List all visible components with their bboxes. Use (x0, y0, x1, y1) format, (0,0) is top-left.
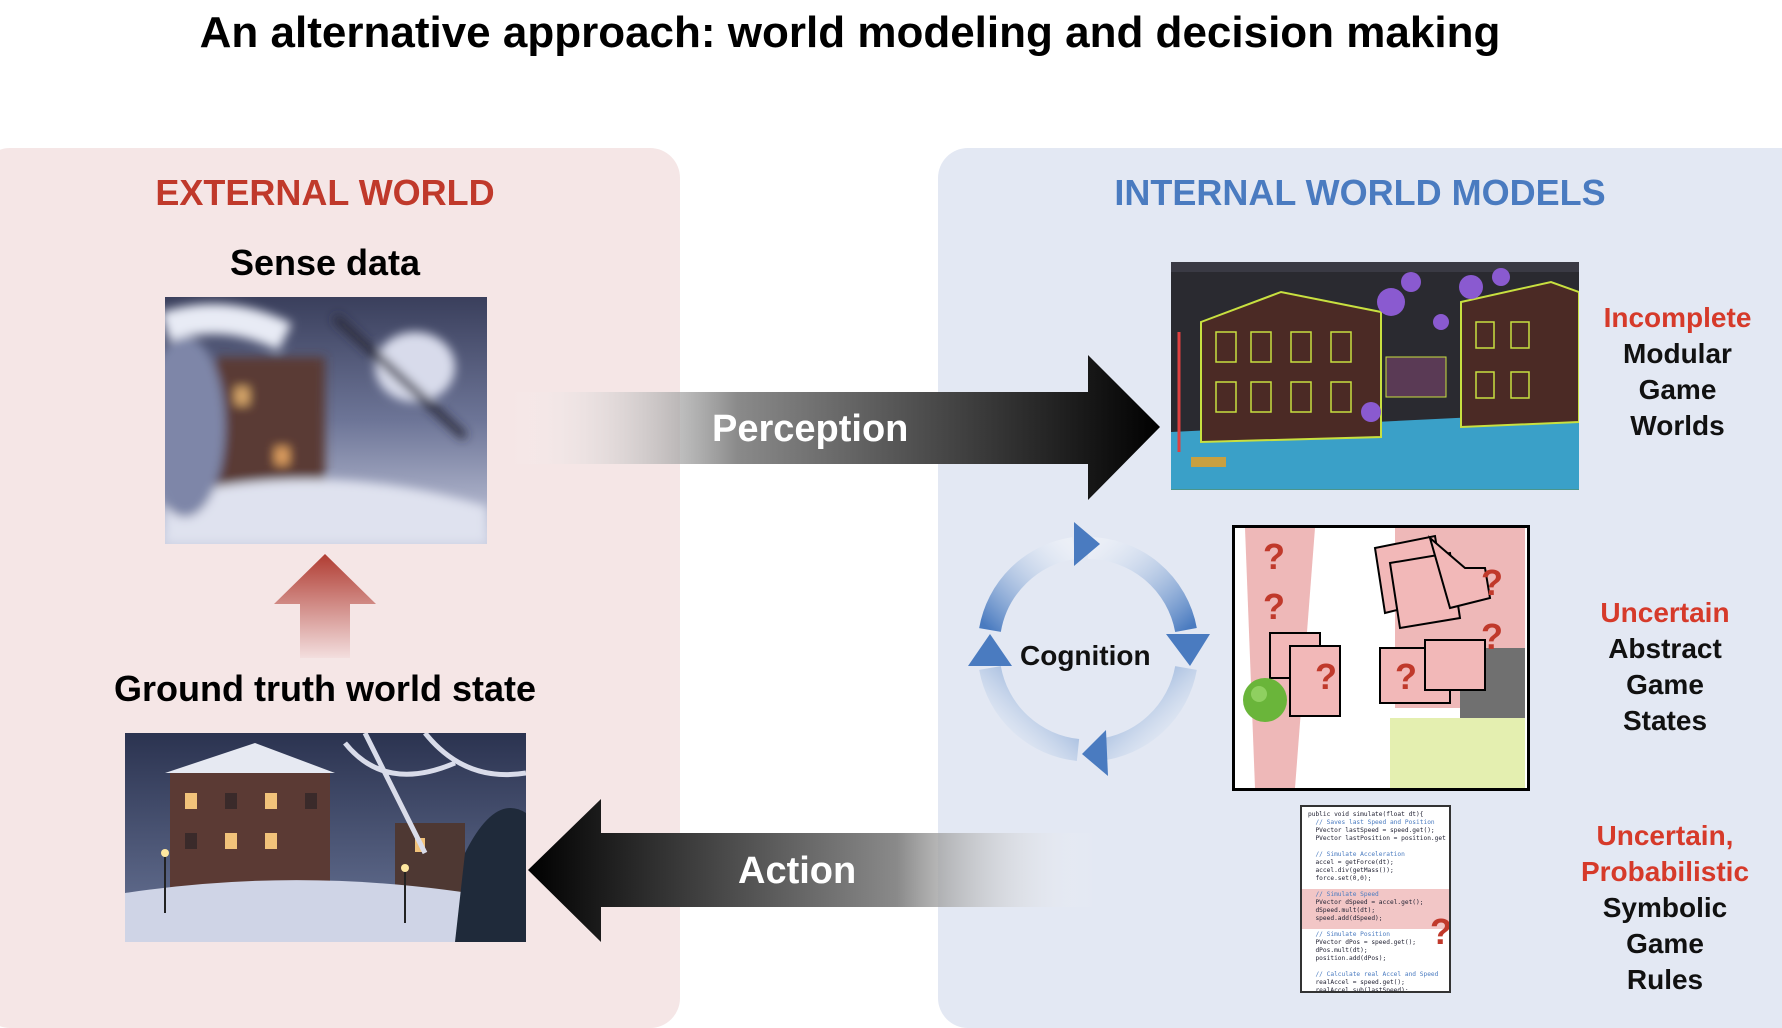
code-line: // Simulate Speed (1308, 891, 1379, 898)
question-mark-1: ? (1263, 536, 1285, 577)
code-line: // Simulate Position (1308, 931, 1390, 938)
question-mark-6: ? (1481, 616, 1503, 657)
model-2-line-2: Game (1626, 669, 1704, 700)
code-line (1308, 963, 1446, 971)
model-1-line-1: Modular (1623, 338, 1732, 369)
external-world-heading: EXTERNAL WORLD (155, 172, 495, 213)
model-3-line-1: Symbolic (1602, 892, 1728, 923)
sense-data-image (165, 297, 487, 544)
perception-arrow (510, 352, 1162, 502)
abstract-state-diagram: ? ? ? ? ? ? (1232, 525, 1530, 791)
ground-truth-label: Ground truth world state (114, 668, 536, 709)
model-3-qualifier-2: Probabilistic (1580, 856, 1750, 887)
code-line (1308, 923, 1446, 931)
action-arrow (526, 797, 1096, 944)
code-line: // Calculate real Accel and Speed (1308, 971, 1439, 978)
code-line: public void simulate(float dt){ (1308, 811, 1424, 818)
code-line: realAccel = speed.get(); (1308, 979, 1405, 986)
action-label: Action (738, 850, 857, 892)
game-world-image (1171, 262, 1579, 490)
model-2-description: Uncertain Abstract Game States (1575, 595, 1755, 739)
model-3-line-2: Game (1626, 928, 1704, 959)
perception-label: Perception (712, 408, 909, 450)
model-2-qualifier: Uncertain (1600, 597, 1730, 628)
code-line: accel = getForce(dt); (1308, 859, 1394, 866)
code-line: dSpeed.mult(dt); (1308, 907, 1376, 914)
code-line: PVector lastPosition = position.get (1308, 835, 1446, 842)
code-line (1308, 883, 1446, 891)
code-line: speed.add(dSpeed); (1308, 915, 1383, 922)
code-line: PVector dSpeed = accel.get(); (1308, 899, 1424, 906)
sense-data-label: Sense data (229, 242, 421, 283)
model-2-line-1: Abstract (1608, 633, 1722, 664)
code-line: dPos.mult(dt); (1308, 947, 1368, 954)
model-1-qualifier: Incomplete (1603, 302, 1752, 333)
slide-title: An alternative approach: world modeling … (199, 8, 1501, 57)
code-line: PVector lastSpeed = speed.get(); (1308, 827, 1435, 834)
code-text: public void simulate(float dt){ // Saves… (1308, 811, 1446, 993)
model-3-line-3: Rules (1626, 964, 1704, 995)
question-mark-3: ? (1315, 656, 1337, 697)
code-line: PVector dPos = speed.get(); (1308, 939, 1417, 946)
up-arrow-icon (272, 552, 378, 660)
code-highlight (1302, 889, 1449, 929)
question-mark-4: ? (1395, 656, 1417, 697)
code-line: realAccel.sub(lastSpeed); (1308, 987, 1409, 993)
code-line: position.add(dPos); (1308, 955, 1387, 962)
ground-truth-image (125, 733, 526, 942)
model-1-line-3: Worlds (1630, 410, 1725, 441)
model-1-line-2: Game (1638, 374, 1717, 405)
model-1-description: Incomplete Modular Game Worlds (1590, 300, 1765, 444)
model-2-line-3: States (1622, 705, 1708, 736)
model-3-description: Uncertain, Probabilistic Symbolic Game R… (1560, 818, 1770, 998)
code-line: // Simulate Acceleration (1308, 851, 1405, 858)
code-line: force.set(0,0); (1308, 875, 1372, 882)
code-snippet: public void simulate(float dt){ // Saves… (1300, 805, 1451, 993)
question-mark-2: ? (1263, 586, 1285, 627)
code-line: accel.div(getMass()); (1308, 867, 1394, 874)
cognition-cycle-icon (958, 518, 1218, 778)
internal-world-heading: INTERNAL WORLD MODELS (1114, 172, 1606, 213)
code-line (1308, 843, 1446, 851)
code-question-mark: ? (1430, 911, 1451, 952)
model-3-qualifier-1: Uncertain, (1596, 820, 1734, 851)
question-mark-5: ? (1481, 562, 1503, 603)
code-line: // Saves last Speed and Position (1308, 819, 1435, 826)
cognition-label: Cognition (1020, 640, 1151, 671)
